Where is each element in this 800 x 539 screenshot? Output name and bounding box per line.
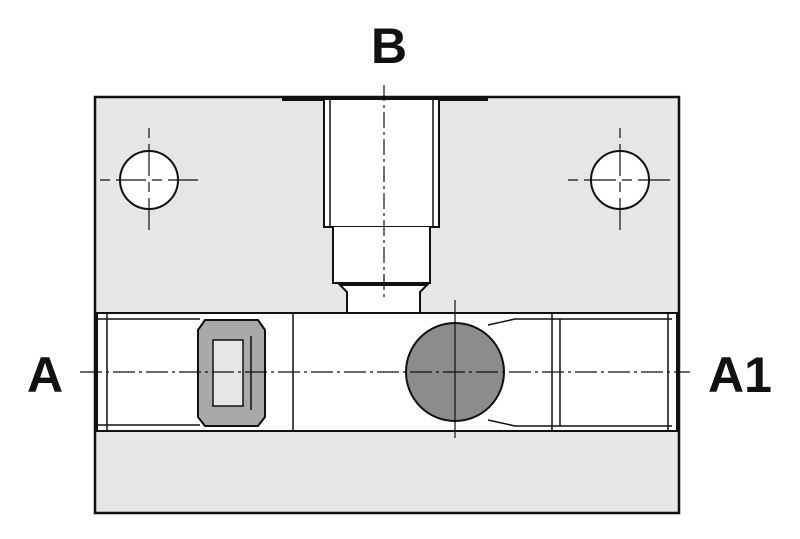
port-a1-label: A1 (708, 347, 772, 403)
port-a-label: A (27, 347, 63, 403)
port-a1-seat (487, 318, 672, 427)
hex-insert-bore (212, 339, 244, 407)
centre-lines (80, 85, 690, 438)
port-b-bore (323, 98, 440, 228)
port-b-label: B (371, 18, 407, 74)
port-b-stem (332, 227, 431, 284)
